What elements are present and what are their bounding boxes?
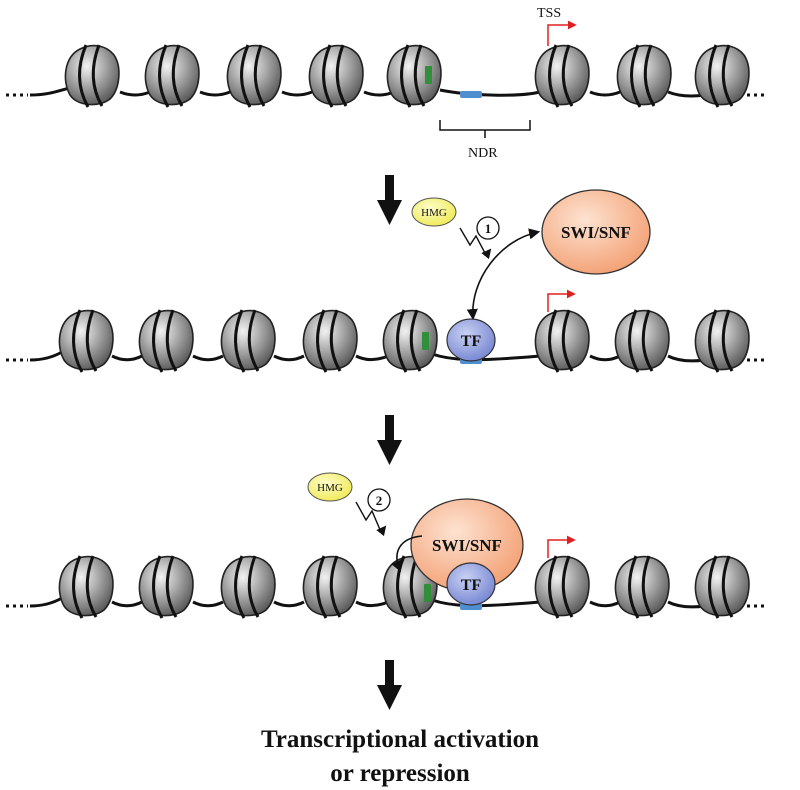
remodeling-arrow xyxy=(391,535,423,573)
green-site xyxy=(422,332,429,350)
nucleosome xyxy=(693,554,751,620)
nucleosome xyxy=(301,554,359,620)
nucleosome xyxy=(615,43,673,109)
step-2-number: 2 xyxy=(376,493,383,508)
nucleosome xyxy=(693,308,751,374)
green-site xyxy=(425,66,432,84)
step-arrow-3 xyxy=(377,660,402,710)
swi-snf-free: SWI/SNF xyxy=(541,189,651,275)
tss-arrow xyxy=(547,535,576,558)
tf-label: TF xyxy=(461,333,482,350)
nucleosome xyxy=(385,43,443,109)
tss-label: TSS xyxy=(537,6,561,21)
green-site xyxy=(424,584,431,602)
swi-snf-label: SWI/SNF xyxy=(561,223,631,242)
tss-arrow xyxy=(547,289,576,312)
chromatin-row-3: SWI/SNF TF xyxy=(6,498,768,620)
step-arrow-2 xyxy=(377,415,402,465)
blue-binding-site xyxy=(460,91,482,98)
swi-snf-label: SWI/SNF xyxy=(432,536,502,555)
hmg-label: HMG xyxy=(317,482,343,494)
nucleosome xyxy=(137,554,195,620)
nucleosome xyxy=(533,554,591,620)
nucleosome xyxy=(57,308,115,374)
chromatin-row-1: TSS NDR xyxy=(6,6,768,161)
nucleosome xyxy=(225,43,283,109)
nucleosome xyxy=(533,43,591,109)
chromatin-row-2: TF xyxy=(6,289,768,374)
nucleosome xyxy=(533,308,591,374)
nucleosome xyxy=(219,554,277,620)
nucleosome xyxy=(307,43,365,109)
zigzag-signal xyxy=(355,501,387,537)
nucleosome xyxy=(57,554,115,620)
recruitment-arrow xyxy=(466,228,541,321)
ndr-bracket xyxy=(439,120,531,138)
hmg-step-2: HMG 2 xyxy=(307,472,391,537)
hmg-protein xyxy=(411,197,457,227)
transcription-factor xyxy=(446,562,496,606)
nucleosome xyxy=(63,43,121,109)
nucleosome xyxy=(693,43,751,109)
step-2-marker xyxy=(367,488,391,512)
tf-label: TF xyxy=(461,577,482,594)
transcription-factor xyxy=(446,318,496,362)
hmg-step-1: HMG 1 xyxy=(411,197,500,260)
nucleosome xyxy=(613,554,671,620)
tss-arrow xyxy=(547,20,577,46)
nucleosome xyxy=(137,308,195,374)
hmg-protein xyxy=(307,472,353,502)
nucleosome xyxy=(219,308,277,374)
nucleosome xyxy=(613,308,671,374)
step-1-number: 1 xyxy=(485,221,492,236)
step-arrow-1 xyxy=(377,175,402,225)
outcome-line-2: or repression xyxy=(330,760,470,787)
ndr-label: NDR xyxy=(468,146,498,161)
nucleosome xyxy=(143,43,201,109)
outcome-line-1: Transcriptional activation xyxy=(261,726,539,753)
hmg-label: HMG xyxy=(421,207,447,219)
swi-snf-complex xyxy=(541,189,651,275)
nucleosome xyxy=(301,308,359,374)
